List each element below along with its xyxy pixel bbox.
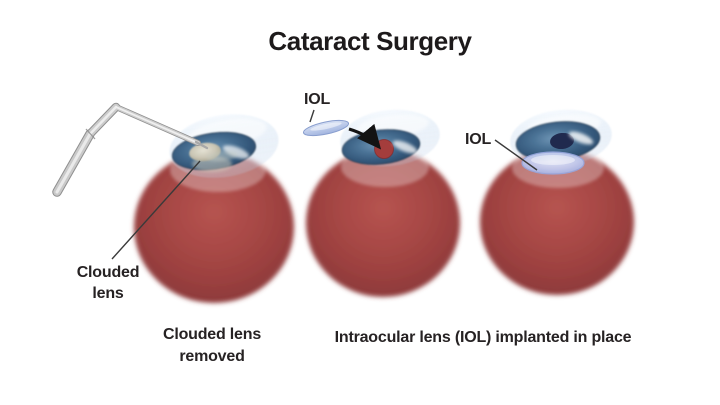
clouded-lens-label: Clouded lens: [76, 264, 140, 302]
iol-label-pointer-line: [309, 109, 315, 123]
caption-clouded-lens-removed: Clouded lens removed: [162, 326, 262, 365]
iris-highlight: [222, 145, 250, 159]
instrument-tip: [194, 140, 209, 150]
open-pupil: [374, 139, 394, 159]
iol-implanted-label: IOL: [464, 131, 492, 148]
clouded-lens-pointer-line: [111, 160, 201, 260]
page-title: Cataract Surgery: [268, 26, 472, 56]
eyeball-sclera: [306, 149, 460, 297]
iol-label-pointer-line: [494, 139, 538, 171]
iol-lens-implanted: [521, 151, 585, 175]
eye-stage-3-iol-implanted: [480, 109, 634, 295]
iol-implant-sheen: [531, 155, 575, 165]
eye-stage-2-iol-insertion: [302, 109, 460, 297]
caption-iol-implanted: Intraocular lens (IOL) implanted in plac…: [334, 329, 632, 346]
iol-lens-sheen: [310, 122, 342, 131]
iris-highlight: [392, 140, 418, 154]
iol-inserting-label: IOL: [303, 91, 331, 108]
pupil: [550, 132, 574, 150]
iris-highlight: [568, 131, 594, 145]
eye-stage-1-clouded-lens-removal: [52, 102, 294, 303]
insertion-arrow: [348, 123, 382, 150]
instrument-joint: [85, 128, 96, 140]
eyeball-sclera: [480, 149, 634, 295]
clouded-lens-debris: [206, 150, 238, 162]
phaco-instrument: [52, 102, 209, 197]
